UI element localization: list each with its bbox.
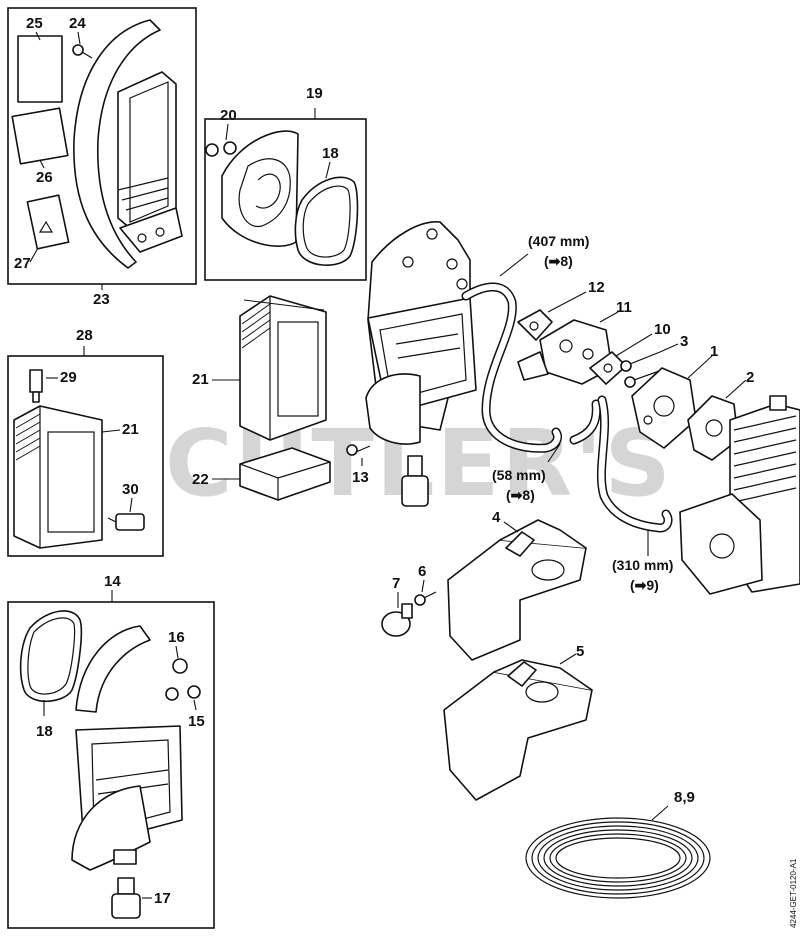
- part-label-24: 24: [69, 15, 86, 32]
- part-label-11: 11: [616, 299, 632, 316]
- air-filter-cover-19: [221, 130, 299, 247]
- nut-20b: [223, 141, 237, 155]
- air-filter-21-spare: [13, 405, 103, 549]
- part-label-28: 28: [76, 327, 93, 344]
- hose-ref-middle: (➡8): [506, 487, 535, 503]
- part-label-3: 3: [680, 333, 688, 350]
- bracket-5: [443, 659, 593, 801]
- hose-length-lower: (310 mm): [612, 557, 673, 573]
- fuel-pickup-center: [401, 455, 429, 507]
- gasket-18: [294, 176, 359, 266]
- engine-block: [679, 395, 800, 595]
- part-label-5: 5: [576, 643, 584, 660]
- gasket-18-kit: [19, 610, 83, 702]
- hose-ref-upper: (➡8): [544, 253, 573, 269]
- part-label-21-spare: 21: [122, 421, 139, 438]
- part-label-8-9: 8,9: [674, 789, 695, 806]
- hose-ref-lower: (➡9): [630, 577, 659, 593]
- part-label-21: 21: [192, 371, 209, 388]
- fuel-filter-30: [107, 513, 145, 531]
- part-label-26: 26: [36, 169, 53, 186]
- part-label-20: 20: [220, 107, 237, 124]
- grommet-16: [172, 658, 188, 674]
- nut-20a: [205, 143, 219, 157]
- document-id: 4244-GET-0120-A1: [789, 858, 798, 928]
- part-label-19: 19: [306, 85, 323, 102]
- part-label-27: 27: [14, 255, 31, 272]
- part-label-1: 1: [710, 343, 718, 360]
- hose-length-middle: (58 mm): [492, 467, 546, 483]
- part-label-15: 15: [188, 713, 205, 730]
- part-label-13: 13: [352, 469, 369, 486]
- part-label-29: 29: [60, 369, 77, 386]
- primer-7: [381, 603, 413, 637]
- part-label-2: 2: [746, 369, 754, 386]
- part-label-12: 12: [588, 279, 605, 296]
- part-label-4: 4: [492, 509, 501, 526]
- part-label-17: 17: [154, 890, 171, 907]
- nut-15a: [165, 687, 179, 701]
- bracket-4: [447, 519, 587, 661]
- fuel-hose-middle: [569, 399, 601, 445]
- part-label-7: 7: [392, 575, 400, 592]
- part-label-14: 14: [104, 573, 121, 590]
- screw-3: [620, 351, 663, 388]
- spark-plug-29: [29, 369, 43, 403]
- part-label-23: 23: [93, 291, 110, 308]
- part-label-22: 22: [192, 471, 209, 488]
- group-box-19: [204, 118, 367, 281]
- part-label-10: 10: [654, 321, 671, 338]
- shroud-kit-14: [71, 625, 183, 871]
- decal-26: [11, 107, 69, 165]
- screw-6: [414, 591, 437, 606]
- part-label-25: 25: [26, 15, 43, 32]
- shroud-housing: [73, 19, 183, 269]
- part-label-18-kit: 18: [36, 723, 53, 740]
- warning-decal-27: [26, 194, 70, 250]
- part-label-6: 6: [418, 563, 426, 580]
- fuel-hose-coil-8-9: [525, 817, 711, 899]
- decal-25: [17, 35, 63, 103]
- fuel-hose-lower: [596, 395, 673, 533]
- screw-13: [346, 444, 371, 456]
- fuel-hose-upper: [461, 282, 562, 453]
- group-box-28: [7, 355, 164, 557]
- gasket-12: [517, 309, 553, 341]
- group-box-14: [7, 601, 215, 929]
- part-label-16: 16: [168, 629, 185, 646]
- fuel-pickup-17: [111, 877, 141, 919]
- part-label-18: 18: [322, 145, 339, 162]
- carburetor-box: [365, 221, 477, 445]
- air-filter-21: [239, 295, 327, 441]
- screw-24: [72, 44, 84, 56]
- hose-length-upper: (407 mm): [528, 233, 589, 249]
- nut-15b: [187, 685, 201, 699]
- part-label-30: 30: [122, 481, 139, 498]
- pre-filter-22: [239, 447, 331, 501]
